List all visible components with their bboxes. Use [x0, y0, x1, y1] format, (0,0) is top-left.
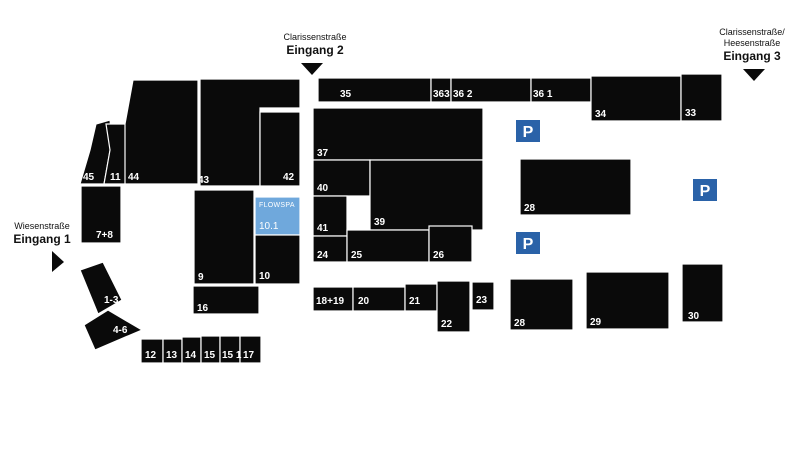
unit-21[interactable]	[404, 283, 438, 312]
unit-361[interactable]	[530, 77, 592, 103]
unit-24[interactable]	[312, 235, 348, 263]
unit-label: 9	[198, 272, 204, 283]
unit-28-north[interactable]	[519, 158, 632, 216]
unit-label: 17	[243, 350, 255, 361]
unit-23[interactable]	[471, 281, 495, 311]
unit-label: 40	[317, 183, 329, 194]
unit-35[interactable]	[317, 77, 432, 103]
unit-label: 16	[197, 303, 209, 314]
unit-label: 34	[595, 109, 607, 120]
entrance-2-street: Clarissenstraße	[283, 32, 346, 42]
entrance-1-arrow-icon	[52, 251, 64, 272]
unit-label: 11	[110, 172, 121, 183]
unit-label: 28	[524, 203, 536, 214]
unit-label: 22	[441, 319, 453, 330]
unit-label: 18+19	[316, 296, 345, 307]
unit-29[interactable]	[585, 271, 670, 330]
unit-label: 42	[283, 172, 295, 183]
unit-9[interactable]	[193, 189, 255, 285]
unit-label: 363	[433, 89, 450, 100]
entrance-3-street-2: Heesenstraße	[724, 38, 781, 48]
parking-symbol: P	[523, 236, 534, 253]
unit-39[interactable]	[369, 159, 484, 231]
unit-label: 13	[166, 350, 178, 361]
entrance-3-street-1: Clarissenstraße/	[719, 27, 785, 37]
unit-label: 26	[433, 250, 445, 261]
unit-label: 28	[514, 318, 526, 329]
unit-label: 20	[358, 296, 370, 307]
unit-11[interactable]	[103, 123, 129, 185]
unit-label: 15 1	[222, 350, 242, 361]
entrance-1-name: Eingang 1	[13, 232, 71, 246]
parking-sign-1: P	[516, 120, 540, 142]
unit-17[interactable]	[239, 335, 262, 364]
unit-label: 4-6	[113, 325, 128, 336]
entrance-2-arrow-icon	[301, 63, 323, 75]
parking-sign-2: P	[693, 179, 717, 201]
entrance-1-street: Wiesenstraße	[14, 221, 70, 231]
unit-label: 33	[685, 108, 697, 119]
unit-18-19[interactable]	[312, 286, 354, 312]
unit-362[interactable]	[450, 77, 532, 103]
unit-33[interactable]	[680, 73, 723, 122]
unit-10[interactable]	[254, 234, 301, 285]
unit-44[interactable]	[124, 79, 199, 185]
unit-label: 23	[476, 295, 488, 306]
unit-4-6[interactable]	[83, 309, 144, 351]
unit-label: 7+8	[96, 230, 113, 241]
unit-label: 14	[185, 350, 197, 361]
unit-16[interactable]	[192, 285, 260, 315]
unit-label: 35	[340, 89, 352, 100]
unit-label: 36 1	[533, 89, 553, 100]
unit-label: 15	[204, 350, 216, 361]
entrance-2-name: Eingang 2	[286, 43, 344, 57]
unit-label: 37	[317, 148, 329, 159]
unit-label: 44	[128, 172, 140, 183]
unit-label: 25	[351, 250, 363, 261]
unit-label: 10	[259, 271, 271, 282]
highlight-label: FLOWSPA	[259, 202, 295, 209]
unit-37[interactable]	[312, 107, 484, 161]
unit-41[interactable]	[312, 195, 348, 237]
unit-label: 24	[317, 250, 329, 261]
unit-label: 41	[317, 223, 329, 234]
unit-1-3[interactable]	[79, 261, 123, 315]
unit-26[interactable]	[428, 225, 473, 263]
unit-40[interactable]	[312, 159, 371, 197]
unit-43[interactable]	[199, 78, 301, 187]
unit-22[interactable]	[436, 280, 471, 333]
unit-label: 30	[688, 311, 700, 322]
unit-label: 12	[145, 350, 157, 361]
unit-28-south[interactable]	[509, 278, 574, 331]
unit-label: 29	[590, 317, 602, 328]
unit-42[interactable]	[259, 111, 301, 187]
unit-label: 39	[374, 217, 386, 228]
unit-label: 1-3	[104, 295, 119, 306]
unit-label: 45	[83, 172, 95, 183]
unit-label: 43	[198, 175, 210, 186]
parking-symbol: P	[523, 124, 534, 141]
unit-78[interactable]	[80, 185, 122, 244]
unit-10-1-flowspa[interactable]	[254, 196, 301, 236]
highlight-unit: 10.1	[259, 221, 279, 232]
entrance-3-name: Eingang 3	[723, 49, 781, 63]
entrance-3-arrow-icon	[743, 69, 765, 81]
unit-30[interactable]	[681, 263, 724, 323]
parking-symbol: P	[700, 183, 711, 200]
parking-sign-3: P	[516, 232, 540, 254]
unit-label: 21	[409, 296, 421, 307]
unit-label: 36 2	[453, 89, 473, 100]
